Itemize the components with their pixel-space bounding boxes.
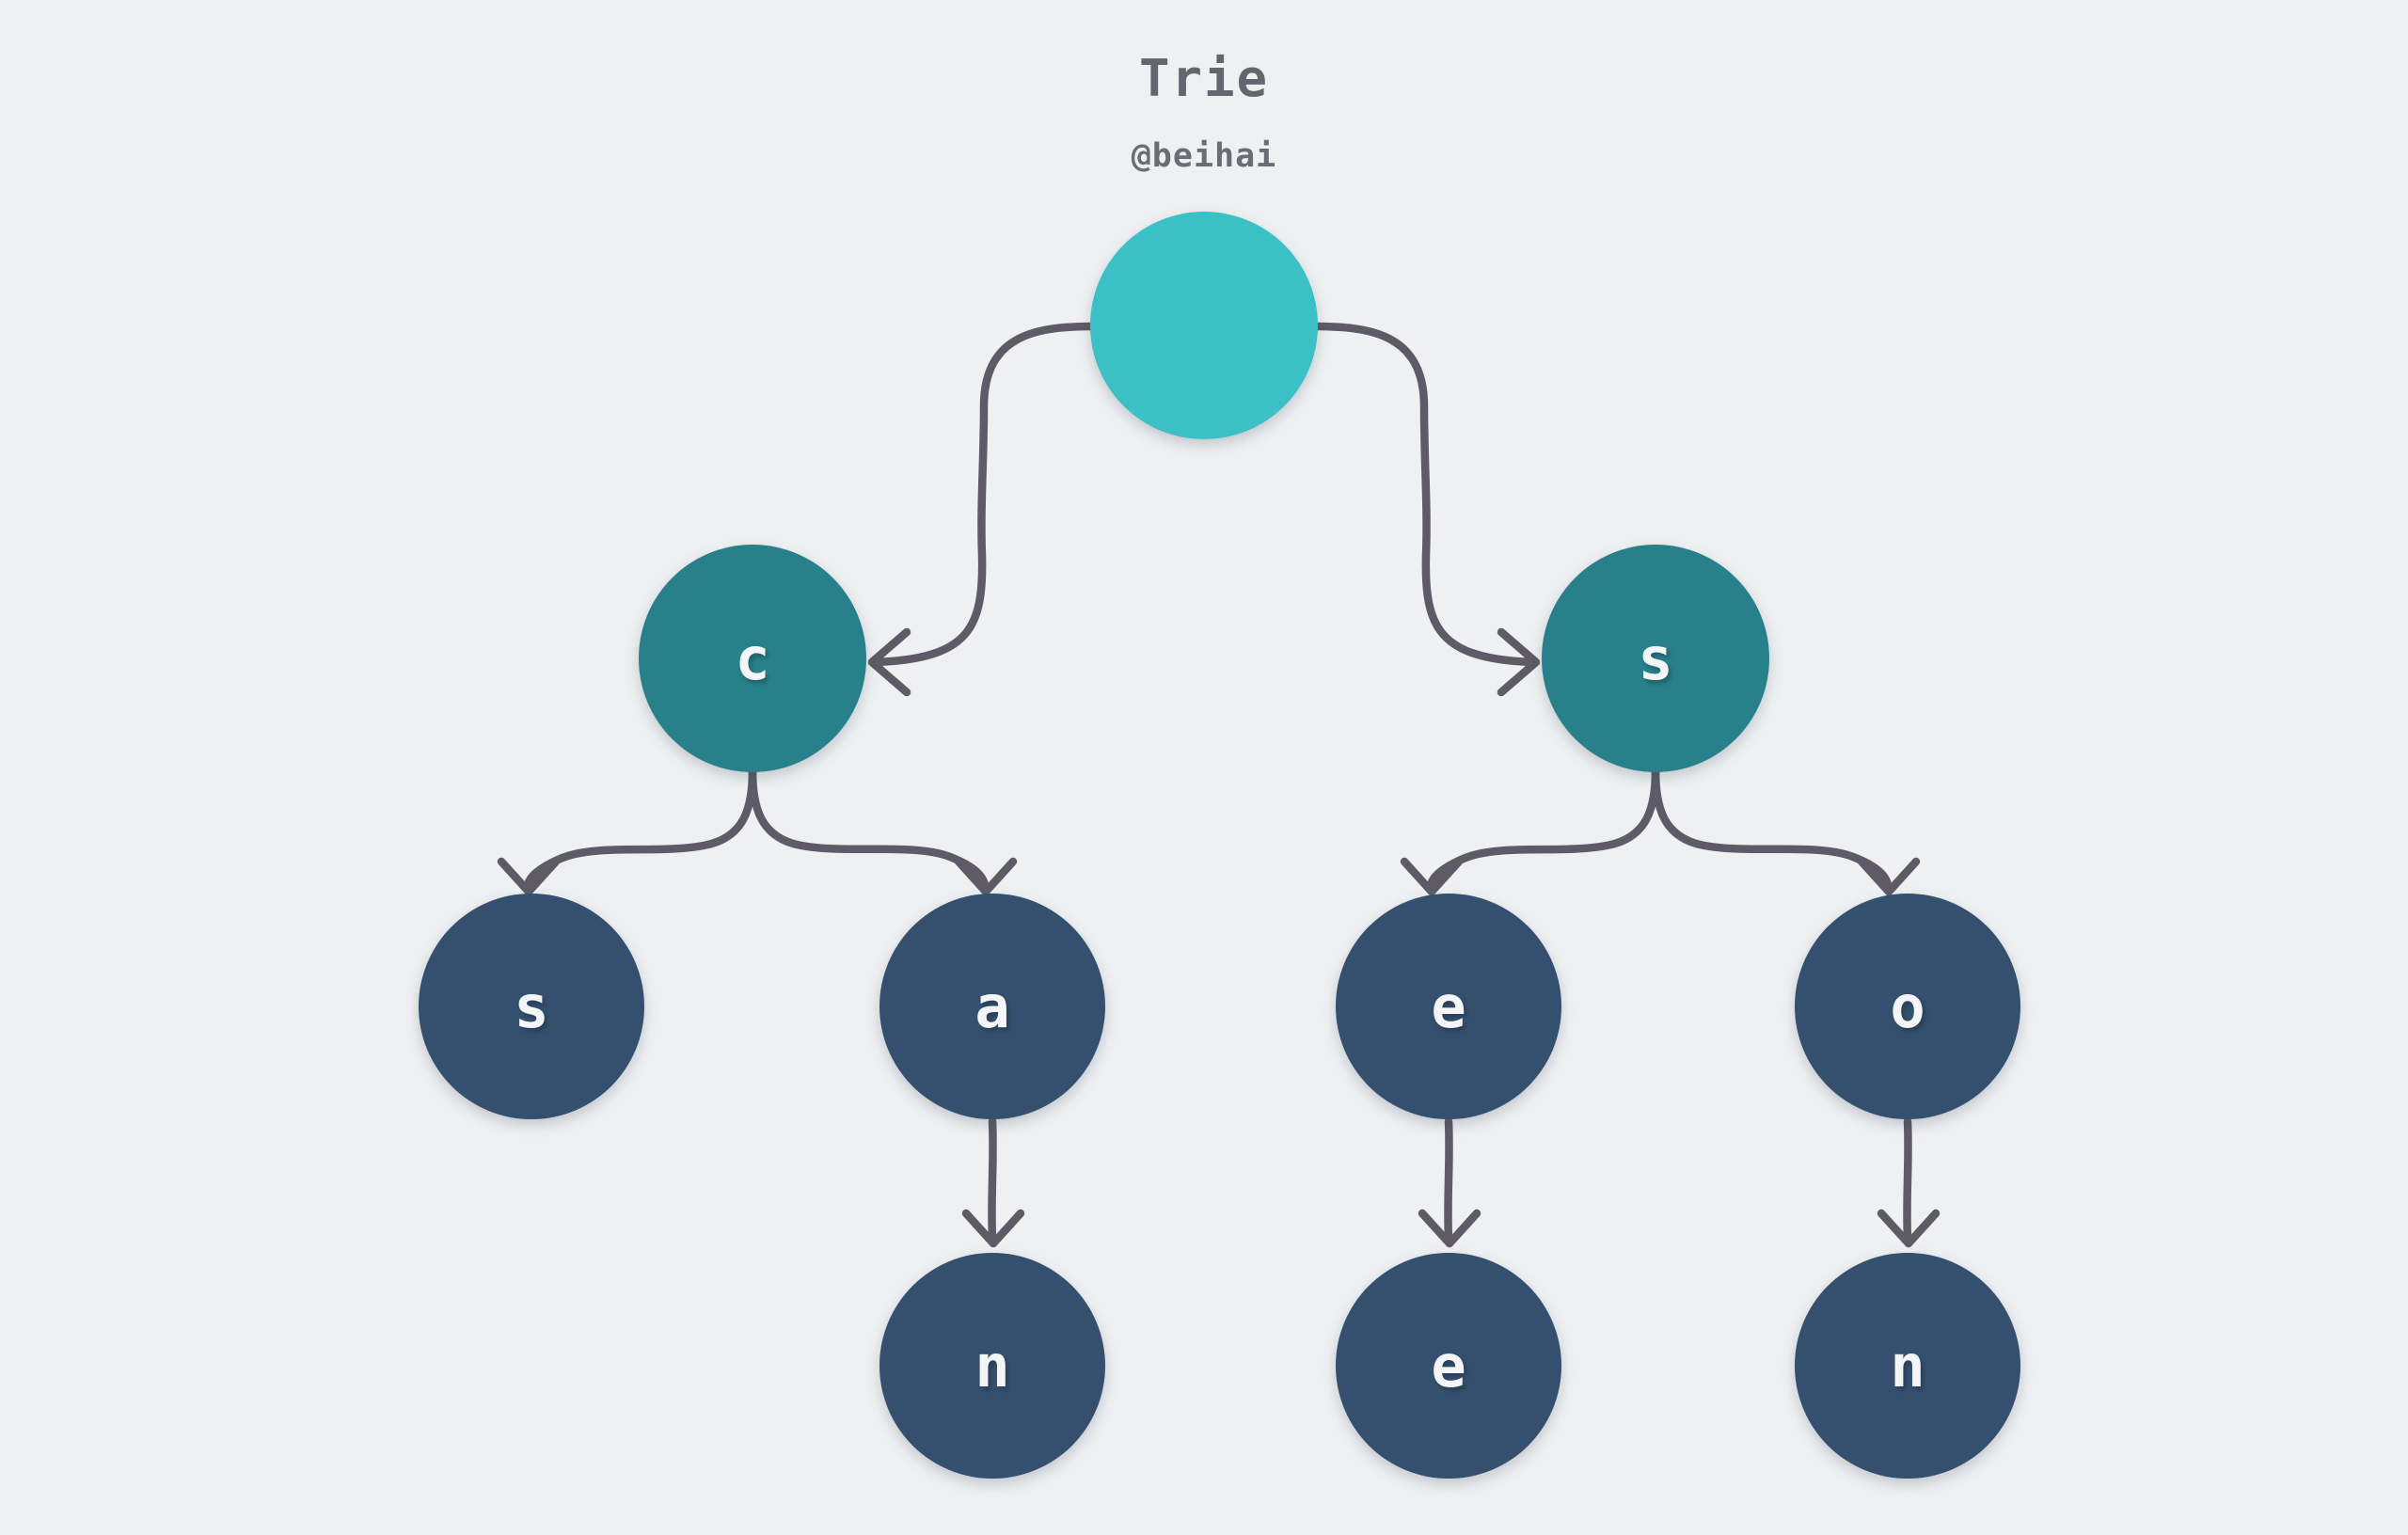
arrowhead-s-o	[1857, 857, 1921, 896]
arrowhead-a-n	[961, 1209, 1025, 1248]
node-s-e-circle	[1336, 894, 1561, 1119]
arrowhead-e-e	[1418, 1209, 1481, 1248]
node-c: c	[639, 545, 866, 772]
node-a-n-circle	[879, 1253, 1105, 1479]
node-c-a-label: a	[974, 973, 1009, 1041]
edge-root-c	[872, 322, 1099, 667]
node-c-a: a	[879, 894, 1105, 1119]
node-s-circle	[1542, 545, 1769, 772]
node-s-o-circle	[1795, 894, 2020, 1119]
node-a-n: n	[879, 1253, 1105, 1479]
edge-c-a	[748, 766, 990, 891]
arrowhead-root-c	[867, 627, 911, 697]
node-a-n-label: n	[974, 1332, 1009, 1400]
node-o-n: n	[1795, 1253, 2020, 1479]
node-s-label: s	[1638, 625, 1672, 693]
arrowhead-o-n	[1877, 1209, 1941, 1248]
node-s: s	[1542, 545, 1769, 772]
node-e-e: e	[1336, 1253, 1561, 1479]
edge-s-e	[1426, 766, 1660, 891]
node-e-e-circle	[1336, 1253, 1561, 1479]
node-root	[1090, 212, 1318, 439]
node-o-n-circle	[1795, 1253, 2020, 1479]
edge-o-n	[1903, 1116, 1912, 1242]
edge-c-s	[523, 766, 757, 891]
node-c-a-circle	[879, 894, 1105, 1119]
arrowhead-s-e	[1400, 857, 1464, 896]
node-s-o: o	[1795, 894, 2020, 1119]
root-circle	[1090, 212, 1318, 439]
edge-a-n	[988, 1116, 997, 1242]
node-c-circle	[639, 545, 866, 772]
arrowhead-c-s	[497, 857, 561, 896]
node-o-n-label: n	[1890, 1332, 1925, 1400]
edge-s-o	[1651, 766, 1893, 891]
arrowhead-root-s	[1497, 627, 1541, 697]
node-c-s-label: s	[514, 973, 548, 1041]
node-c-s-circle	[419, 894, 644, 1119]
edge-root-s	[1309, 322, 1536, 667]
nodes-layer: c s s a e o	[419, 212, 2020, 1479]
node-s-e-label: e	[1431, 973, 1465, 1041]
node-s-e: e	[1336, 894, 1561, 1119]
edge-e-e	[1444, 1116, 1453, 1242]
node-c-s: s	[419, 894, 644, 1119]
arrowhead-c-a	[954, 857, 1018, 896]
node-s-o-label: o	[1890, 973, 1925, 1041]
node-c-label: c	[735, 625, 769, 693]
node-e-e-label: e	[1431, 1332, 1465, 1400]
edges-layer	[497, 322, 1941, 1248]
